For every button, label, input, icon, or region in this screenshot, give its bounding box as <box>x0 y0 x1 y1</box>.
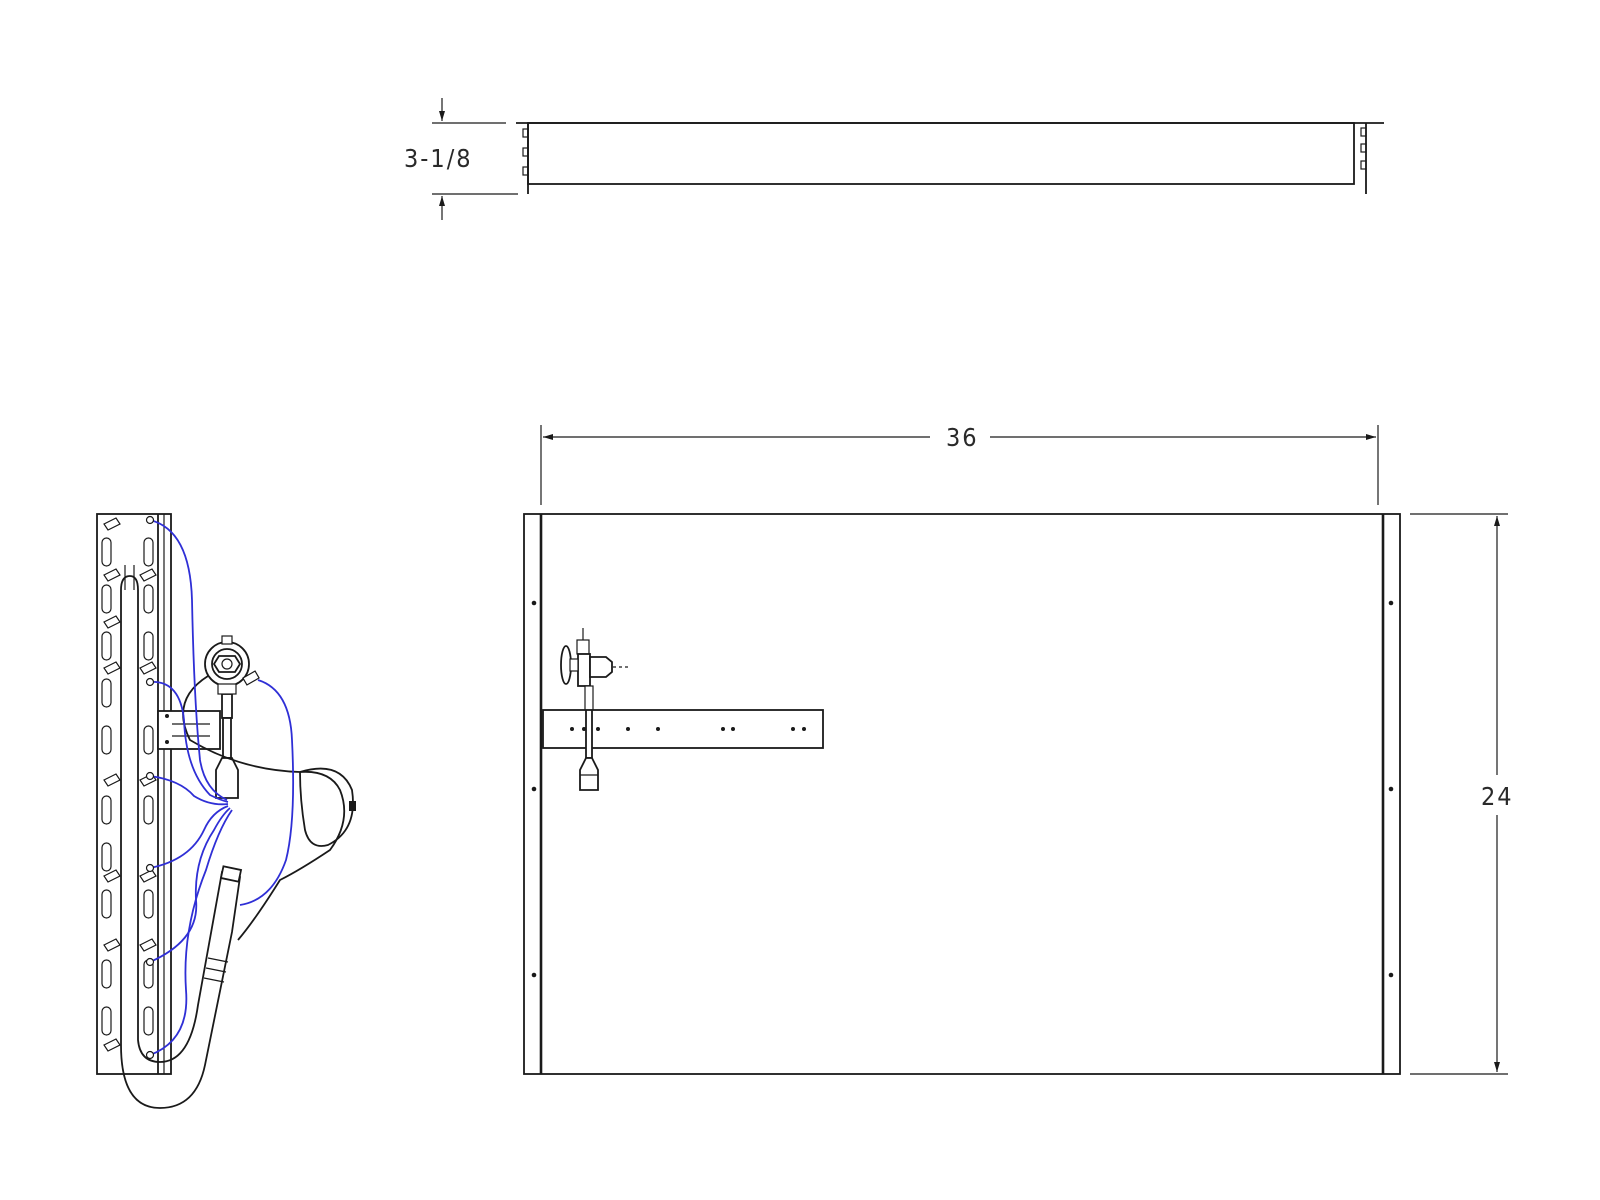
return-bend-tube <box>120 575 242 1109</box>
side-view <box>96 513 356 1109</box>
mounting-hole <box>531 600 537 606</box>
mounting-hole <box>1388 972 1394 978</box>
top-view: 3-1/8 <box>404 98 1384 220</box>
mounting-strip <box>542 709 824 749</box>
mounting-hole <box>531 972 537 978</box>
bulb-clamp-icon <box>349 801 356 811</box>
mounting-hole <box>1388 786 1394 792</box>
capillary-tubes <box>149 519 295 1056</box>
top-view-body <box>527 122 1355 185</box>
side-view-end-plate <box>96 513 172 1075</box>
front-view: 36 <box>523 423 1514 1075</box>
sensing-bulb-line <box>182 675 346 941</box>
depth-dimension-label: 24 <box>1481 782 1514 811</box>
mounting-hole <box>1388 600 1394 606</box>
width-dimension-label: 36 <box>946 423 979 452</box>
front-view-body <box>523 513 1401 1075</box>
tube-slots <box>101 517 157 1052</box>
side-expansion-valve-icon <box>204 635 260 799</box>
expansion-valve-icon <box>560 628 630 791</box>
height-dimension-label: 3-1/8 <box>404 144 473 173</box>
mounting-hole <box>531 786 537 792</box>
